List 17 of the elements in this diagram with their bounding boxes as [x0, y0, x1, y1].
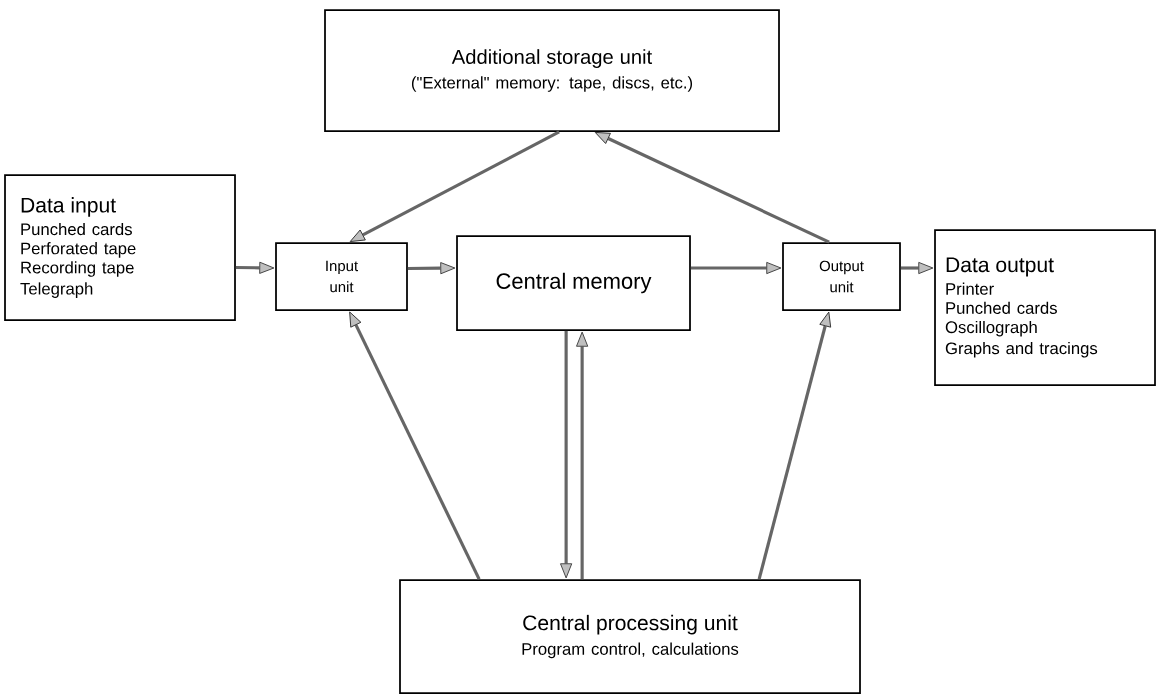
- arrow: [235, 261, 275, 274]
- unit-box: Additional storage unit ("External" memory: tape, discs, etc.): [324, 9, 780, 132]
- arrow: [690, 261, 782, 275]
- arrow: [900, 261, 934, 275]
- unit-box: Data output Printer Punched cards Oscillograph Graphs and tracings: [934, 229, 1156, 386]
- arrow: [576, 331, 589, 580]
- arrow: [407, 262, 456, 275]
- arrow: [757, 311, 832, 580]
- unit-box: Output unit: [782, 242, 901, 311]
- arrow: [349, 130, 560, 242]
- arrow: [594, 131, 830, 244]
- unit-box: Data input Punched cards Perforated tape Recording tape Telegraph: [4, 174, 236, 321]
- arrow: [560, 330, 573, 579]
- unit-box: Central processing unit Program control, calculations: [399, 579, 861, 694]
- unit-box: Input unit: [275, 242, 408, 311]
- unit-box: Central memory: [456, 235, 691, 331]
- arrow: [349, 311, 481, 580]
